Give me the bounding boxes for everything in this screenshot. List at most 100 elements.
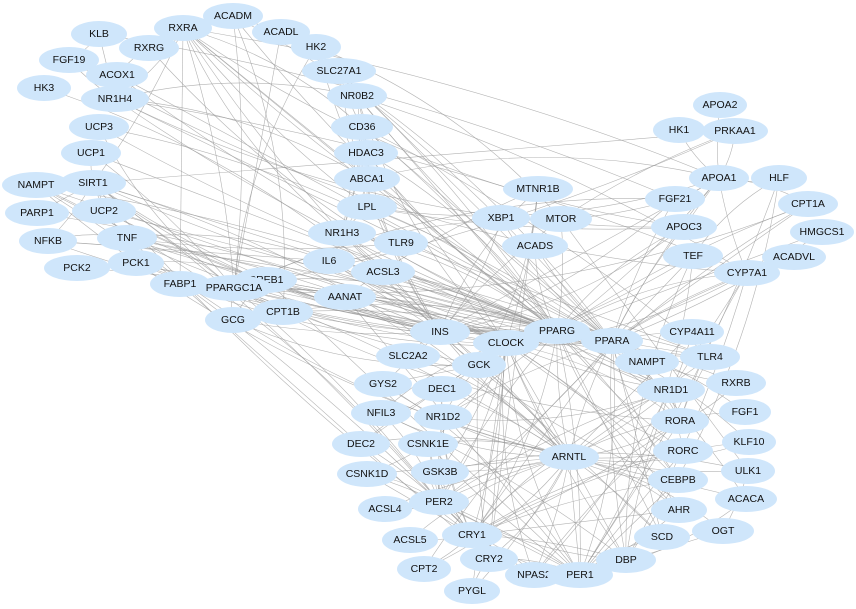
edge-cyp4a11-arntl (568, 331, 693, 458)
node-nr1h4-10[interactable]: NR1H4 (81, 86, 149, 112)
node-acadvl-44[interactable]: ACADVL (762, 244, 826, 270)
node-pygl-91[interactable]: PYGL (444, 578, 500, 604)
node-abca1-23[interactable]: ABCA1 (334, 166, 400, 192)
node-arntl-71[interactable]: ARNTL (539, 444, 599, 470)
node-cpt1b-51[interactable]: CPT1B (253, 299, 313, 325)
node-tlr4-60[interactable]: TLR4 (680, 344, 740, 370)
node-per1-90[interactable]: PER1 (547, 562, 613, 588)
node-dbp-87[interactable]: DBP (596, 547, 656, 573)
node-cry2-86[interactable]: CRY2 (460, 546, 518, 572)
node-apoa1-19[interactable]: APOA1 (689, 165, 749, 191)
node-tef-43[interactable]: TEF (663, 243, 723, 269)
node-hk3-9[interactable]: HK3 (17, 75, 71, 101)
node-ulk1-76[interactable]: ULK1 (721, 458, 775, 484)
node-ppara-56[interactable]: PPARA (581, 328, 643, 354)
node-acsl4-78[interactable]: ACSL4 (358, 496, 412, 522)
node-cyp7a1-46[interactable]: CYP7A1 (714, 260, 780, 286)
node-dec2-69[interactable]: DEC2 (332, 431, 390, 457)
node-cry1-82[interactable]: CRY1 (442, 522, 502, 548)
node-npas2-89[interactable]: NPAS2 (505, 562, 563, 588)
node-fgf21-25[interactable]: FGF21 (645, 186, 705, 212)
node-aanat-49[interactable]: AANAT (314, 284, 376, 310)
node-xbp1-30[interactable]: XBP1 (472, 205, 530, 231)
node-nr0b2-11[interactable]: NR0B2 (327, 83, 387, 109)
node-cd36-14[interactable]: CD36 (331, 114, 393, 140)
node-ellipse (547, 562, 613, 588)
node-klf10-73[interactable]: KLF10 (722, 429, 776, 455)
node-slc2a2-57[interactable]: SLC2A2 (376, 343, 440, 369)
node-nampt-59[interactable]: NAMPT (615, 349, 679, 375)
node-cyp4a11-54[interactable]: CYP4A11 (660, 319, 724, 345)
node-acadl-3[interactable]: ACADL (252, 19, 310, 45)
node-scd-85[interactable]: SCD (634, 524, 690, 550)
edge-cd36-tlr4 (361, 126, 711, 358)
node-rxra-1[interactable]: RXRA (154, 15, 212, 41)
node-ellipse (653, 438, 713, 464)
node-sirt1-22[interactable]: SIRT1 (60, 170, 126, 196)
node-pck1-40[interactable]: PCK1 (108, 250, 164, 276)
node-tnf-33[interactable]: TNF (97, 225, 157, 251)
node-csnk1d-74[interactable]: CSNK1D (337, 461, 397, 487)
node-nr1h3-34[interactable]: NR1H3 (308, 220, 376, 246)
node-rxrb-63[interactable]: RXRB (706, 370, 766, 396)
node-ahr-81[interactable]: AHR (651, 497, 707, 523)
node-nfil3-65[interactable]: NFIL3 (351, 400, 411, 426)
node-per2-79[interactable]: PER2 (409, 489, 469, 515)
node-cpt2-88[interactable]: CPT2 (397, 556, 451, 582)
node-hdac3-18[interactable]: HDAC3 (334, 140, 398, 166)
node-hk2-4[interactable]: HK2 (291, 34, 341, 60)
node-acads-38[interactable]: ACADS (502, 233, 568, 259)
node-rora-67[interactable]: RORA (651, 408, 709, 434)
node-fgf1-68[interactable]: FGF1 (719, 399, 771, 425)
node-acox1-7[interactable]: ACOX1 (86, 62, 148, 88)
node-dec1-62[interactable]: DEC1 (412, 376, 472, 402)
node-pck2-39[interactable]: PCK2 (44, 255, 110, 281)
node-apoa2-12[interactable]: APOA2 (693, 92, 747, 118)
node-fgf19-6[interactable]: FGF19 (39, 47, 99, 73)
node-label: APOC3 (666, 221, 702, 233)
node-mtnr1b-24[interactable]: MTNR1B (503, 176, 573, 202)
node-ellipse (354, 371, 412, 397)
node-prkaa1-16[interactable]: PRKAA1 (702, 118, 768, 144)
node-ucp3-13[interactable]: UCP3 (69, 114, 129, 140)
node-ogt-83[interactable]: OGT (692, 518, 754, 544)
node-parp1-27[interactable]: PARP1 (5, 200, 69, 226)
node-lpl-29[interactable]: LPL (337, 194, 397, 220)
node-nr1d2-66[interactable]: NR1D2 (414, 404, 472, 430)
node-cpt1a-26[interactable]: CPT1A (778, 191, 838, 217)
node-gcg-50[interactable]: GCG (205, 307, 261, 333)
node-nampt-21[interactable]: NAMPT (2, 172, 70, 198)
node-acsl5-84[interactable]: ACSL5 (382, 527, 438, 553)
node-ellipse (651, 214, 717, 240)
node-pparg-53[interactable]: PPARG (524, 318, 590, 344)
node-slc27a1-8[interactable]: SLC27A1 (302, 58, 376, 84)
node-gck-58[interactable]: GCK (452, 352, 506, 378)
node-clock-55[interactable]: CLOCK (473, 330, 539, 356)
node-hlf-20[interactable]: HLF (751, 165, 807, 191)
node-nr1d1-64[interactable]: NR1D1 (637, 377, 705, 403)
node-mtor-31[interactable]: MTOR (530, 206, 592, 232)
node-csnk1e-70[interactable]: CSNK1E (398, 431, 458, 457)
node-il6-41[interactable]: IL6 (303, 248, 355, 274)
node-tlr9-35[interactable]: TLR9 (374, 230, 428, 256)
node-cebpb-77[interactable]: CEBPB (648, 467, 708, 493)
node-acsl3-42[interactable]: ACSL3 (351, 259, 415, 285)
node-ppargc1a-48[interactable]: PPARGC1A (196, 275, 272, 301)
node-hk1-15[interactable]: HK1 (653, 117, 705, 143)
node-acadm-2[interactable]: ACADM (203, 3, 263, 29)
node-apoc3-36[interactable]: APOC3 (651, 214, 717, 240)
node-gys2-61[interactable]: GYS2 (354, 371, 412, 397)
node-rorc-72[interactable]: RORC (653, 438, 713, 464)
node-nfkb-32[interactable]: NFKB (19, 228, 77, 254)
node-label: UCP2 (90, 205, 118, 217)
node-hmgcs1-37[interactable]: HMGCS1 (790, 219, 854, 245)
node-ins-52[interactable]: INS (410, 319, 470, 345)
node-fabp1-47[interactable]: FABP1 (150, 271, 210, 297)
node-ucp2-28[interactable]: UCP2 (72, 198, 136, 224)
node-ellipse (252, 19, 310, 45)
node-gsk3b-75[interactable]: GSK3B (411, 459, 469, 485)
node-klb-0[interactable]: KLB (71, 21, 127, 47)
node-rxrg-5[interactable]: RXRG (119, 35, 179, 61)
node-ucp1-17[interactable]: UCP1 (61, 140, 121, 166)
node-acaca-80[interactable]: ACACA (715, 486, 777, 512)
